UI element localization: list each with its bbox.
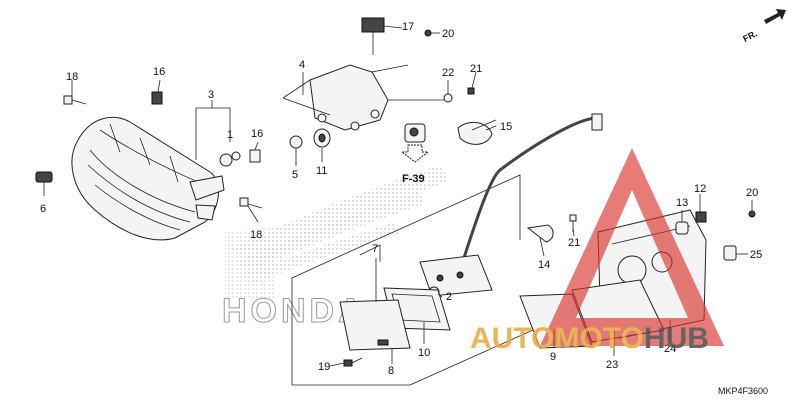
- callout-21-mid: 21: [568, 237, 580, 249]
- callout-16-right: 16: [251, 128, 263, 140]
- license-light-socket: [419, 254, 493, 297]
- callout-20-top: 20: [442, 28, 454, 40]
- grommet-25: [723, 245, 737, 261]
- washer-22: [443, 93, 453, 103]
- callout-16-left: 16: [153, 66, 165, 78]
- callout-10: 10: [418, 347, 430, 359]
- callout-15: 15: [500, 121, 512, 133]
- callout-12: 12: [694, 183, 706, 195]
- collar-5: [289, 135, 303, 149]
- callouts: 1 2 3 4 5 6 7 8 9 10 11 12 13 14 15 16 1…: [40, 21, 762, 377]
- nut-12: [695, 211, 707, 223]
- callout-23: 23: [606, 359, 618, 371]
- callout-19: 19: [318, 361, 330, 373]
- wire-harness: [458, 116, 598, 271]
- clamp-14: [526, 224, 554, 243]
- arrow-right-icon: [764, 9, 786, 24]
- nut-16-left: [151, 91, 163, 105]
- bolt-18-bottom: [239, 197, 263, 209]
- bolt-18-top: [63, 95, 87, 105]
- tail-light-housing: [71, 116, 225, 241]
- screw-19: [343, 357, 363, 367]
- callout-11: 11: [316, 165, 327, 177]
- honda-wing-logo: HONDA: [222, 165, 450, 331]
- stay-4: [309, 64, 389, 131]
- clip-6: [35, 171, 53, 183]
- watermark-triangle-icon: [540, 148, 724, 346]
- license-lens-8: [339, 299, 411, 351]
- callout-17: 17: [402, 21, 414, 33]
- reference-label: F-39: [402, 173, 425, 185]
- callout-13: 13: [676, 197, 688, 209]
- callout-6: 6: [40, 203, 46, 215]
- reference-arrow: F-39: [400, 144, 430, 185]
- front-direction-indicator: FR.: [741, 9, 786, 44]
- bulb-socket-1: [219, 151, 241, 167]
- callout-18-top: 18: [66, 71, 78, 83]
- callout-20-right: 20: [746, 187, 758, 199]
- callout-9: 9: [550, 351, 556, 363]
- screw-20-right: [748, 210, 756, 218]
- connector-17: [361, 17, 385, 55]
- callout-25: 25: [750, 249, 762, 261]
- callout-14: 14: [538, 259, 550, 271]
- watermark-text: AUTOMOTOHUB: [470, 322, 709, 355]
- callout-21-top: 21: [470, 63, 482, 75]
- screw-20-top: [424, 29, 432, 37]
- watermark: AUTOMOTOHUB: [470, 148, 724, 355]
- leader-lines: [43, 25, 753, 367]
- callout-3: 3: [208, 89, 214, 101]
- front-label: FR.: [741, 28, 758, 44]
- diagram-code: MKP4F3600: [718, 386, 768, 396]
- damper-13: [675, 221, 689, 235]
- callout-8: 8: [388, 365, 394, 377]
- callout-5: 5: [292, 169, 298, 181]
- nut-16-right: [249, 149, 261, 163]
- bolt-21-top: [467, 87, 475, 95]
- callout-4: 4: [299, 59, 305, 71]
- callout-18-bottom: 18: [250, 229, 262, 241]
- clamp-15: [457, 119, 497, 145]
- callout-2: 2: [446, 291, 452, 303]
- callout-1: 1: [227, 129, 233, 141]
- callout-7: 7: [372, 243, 378, 255]
- grommet-11: [313, 128, 331, 148]
- callout-22: 22: [442, 67, 454, 79]
